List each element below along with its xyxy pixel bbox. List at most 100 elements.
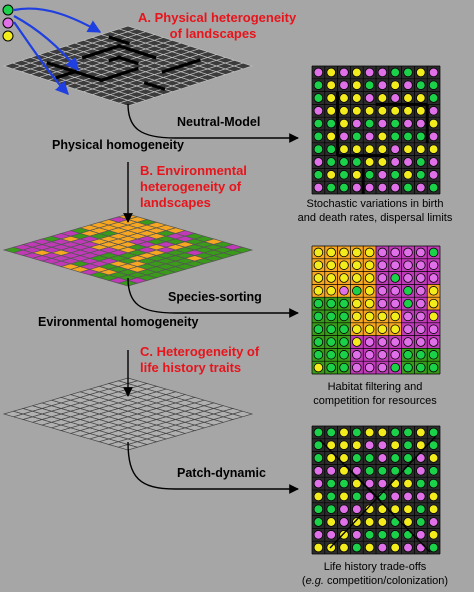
species-dot (352, 440, 362, 450)
species-dot (416, 453, 426, 463)
species-dot (313, 324, 324, 334)
species-dot (390, 170, 400, 180)
species-dot (313, 131, 324, 142)
species-dot (377, 93, 388, 103)
species-dot (416, 542, 426, 553)
barrier-line (117, 55, 139, 66)
species-dot (390, 324, 400, 334)
species-dot (428, 118, 439, 129)
species-dot (403, 118, 413, 129)
species-dot (390, 286, 400, 296)
species-dot (326, 440, 336, 450)
barrier-line (143, 81, 166, 91)
species-dot (403, 350, 413, 360)
species-dot (416, 286, 426, 296)
species-dot (428, 247, 439, 258)
species-dot (390, 427, 400, 438)
species-dot (416, 298, 426, 309)
patch-dynamic-arrow (127, 441, 299, 494)
species-dot (352, 93, 362, 103)
species-dot (326, 517, 336, 527)
species-dot (352, 273, 362, 283)
species-dot (313, 80, 324, 90)
species-dot (390, 144, 400, 154)
species-dot (390, 157, 400, 167)
species-dot (377, 453, 388, 463)
species-dot (326, 427, 336, 438)
species-dot (416, 478, 426, 489)
species-dot (390, 311, 400, 322)
species-dot (326, 491, 336, 502)
species-dot (339, 170, 349, 180)
species-dot (377, 504, 388, 514)
species-dot (326, 93, 336, 103)
species-dot (326, 453, 336, 463)
species-dot (326, 286, 336, 296)
species-dot (326, 350, 336, 360)
species-dot (352, 478, 362, 489)
species-dot (364, 324, 375, 334)
species-dot (416, 324, 426, 334)
species-dot (339, 67, 349, 78)
species-dot (313, 106, 324, 116)
species-dot (313, 157, 324, 167)
species-dot (352, 106, 362, 116)
species-dot (352, 247, 362, 258)
species-dot (313, 182, 324, 193)
species-dot (352, 504, 362, 514)
species-dot (403, 131, 413, 142)
tradeoff-line (329, 435, 437, 549)
species-dot (352, 157, 362, 167)
section-b-title: B. Environmental heterogeneity of landsc… (140, 163, 247, 210)
species-dot (326, 273, 336, 283)
species-dot (364, 273, 375, 283)
species-dot (326, 530, 336, 540)
species-dot (428, 106, 439, 116)
species-dot (403, 478, 413, 489)
species-dot (339, 542, 349, 553)
species-dot (416, 80, 426, 90)
species-dot (403, 362, 413, 373)
species-dot (428, 350, 439, 360)
species-dot (352, 80, 362, 90)
section-c-title: C. Heterogeneity of life history traits (140, 344, 260, 375)
species-dot (377, 170, 388, 180)
species-dot (339, 504, 349, 514)
landscape-cell (231, 246, 254, 254)
section-a-title: A. Physical heterogeneity of landscapes (138, 10, 297, 41)
species-dot (428, 324, 439, 334)
species-dot (326, 504, 336, 514)
species-dot (364, 118, 375, 129)
species-dot (326, 170, 336, 180)
species-dot (403, 324, 413, 334)
species-dot (428, 530, 439, 540)
species-dot (352, 170, 362, 180)
species-dot (339, 362, 349, 373)
species-dot (326, 80, 336, 90)
species-dot (352, 144, 362, 154)
species-dot (416, 350, 426, 360)
species-dot (339, 118, 349, 129)
homogeneous-landscape-grid (2, 377, 254, 451)
species-dot (352, 311, 362, 322)
eg-text: e.g. (305, 575, 324, 587)
species-dot (428, 286, 439, 296)
species-dot (390, 247, 400, 258)
species-dot (352, 517, 362, 527)
species-dot (313, 478, 324, 489)
species-dot (403, 311, 413, 322)
dispersal-arrow (13, 15, 79, 72)
species-dot (364, 362, 375, 373)
species-dot (364, 106, 375, 116)
species-dot (377, 273, 388, 283)
species-dot (352, 324, 362, 334)
species-dot (390, 440, 400, 450)
species-dot (390, 504, 400, 514)
species-dot (428, 427, 439, 438)
species-dot (377, 260, 388, 270)
species-dot (352, 427, 362, 438)
species-dot (390, 273, 400, 283)
species-dot (377, 131, 388, 142)
species-dot (339, 453, 349, 463)
species-dot (313, 260, 324, 270)
